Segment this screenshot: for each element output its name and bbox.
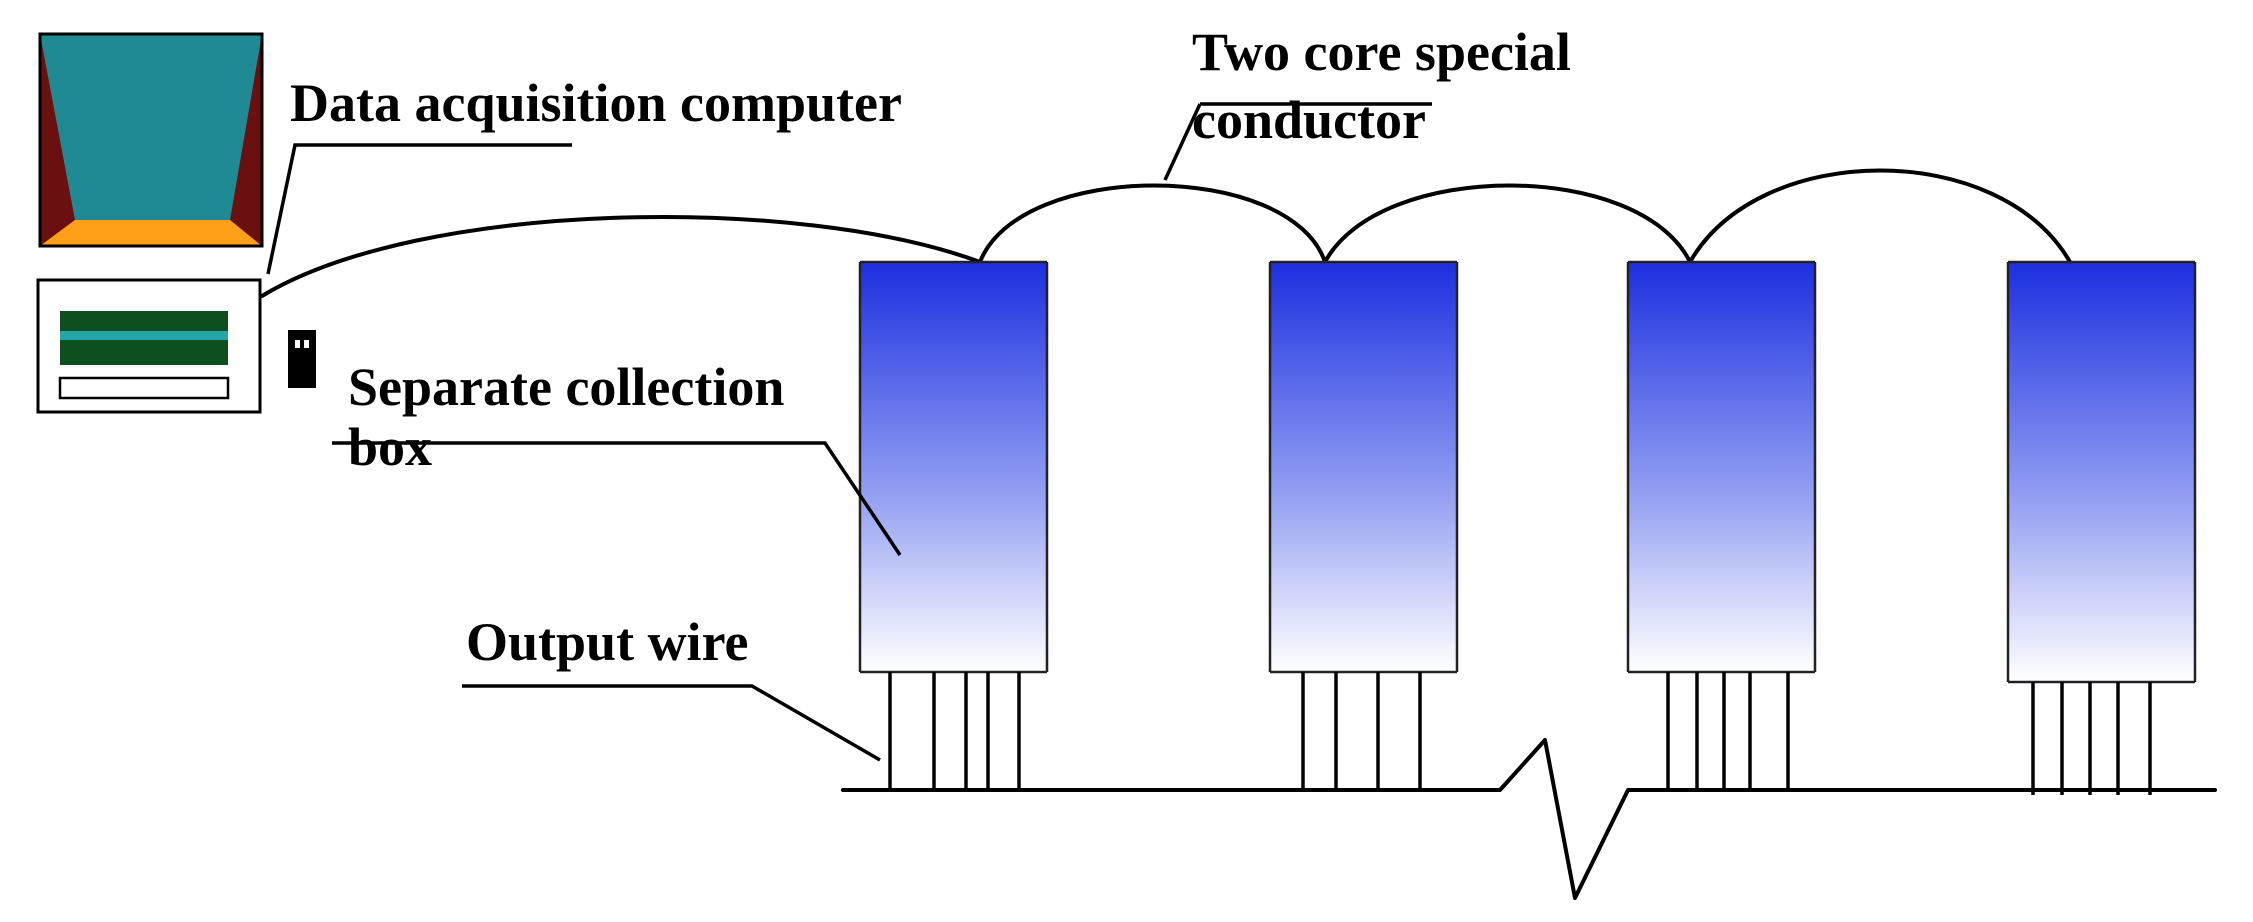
box-output-leads [888,672,1021,790]
computer-monitor-icon [38,32,264,248]
connector-plug-icon [288,330,316,388]
computer-case-icon [36,278,262,414]
label-computer: Data acquisition computer [290,73,902,133]
collection-box [1626,260,1817,674]
label-output-wire: Output wire [466,612,749,672]
box-output-leads [1666,672,1790,790]
conductor-cable [260,168,2072,298]
box-output-leads [2031,682,2152,795]
collection-box [2006,260,2197,684]
box-output-leads [1301,672,1422,790]
collection-box [858,260,1049,674]
output-wire [841,738,2217,900]
label-conductor-line2: conductor [1192,90,1426,150]
label-collection-box-line1: Separate collection [348,357,784,417]
leader-conductor [1163,102,1432,181]
label-conductor-line1: Two core special [1192,22,1571,82]
leader-collection-box [332,441,902,556]
leader-output-wire [462,684,881,762]
label-collection-box-line2: box [348,417,432,477]
collection-box [1268,260,1459,674]
leader-computer [266,143,572,275]
